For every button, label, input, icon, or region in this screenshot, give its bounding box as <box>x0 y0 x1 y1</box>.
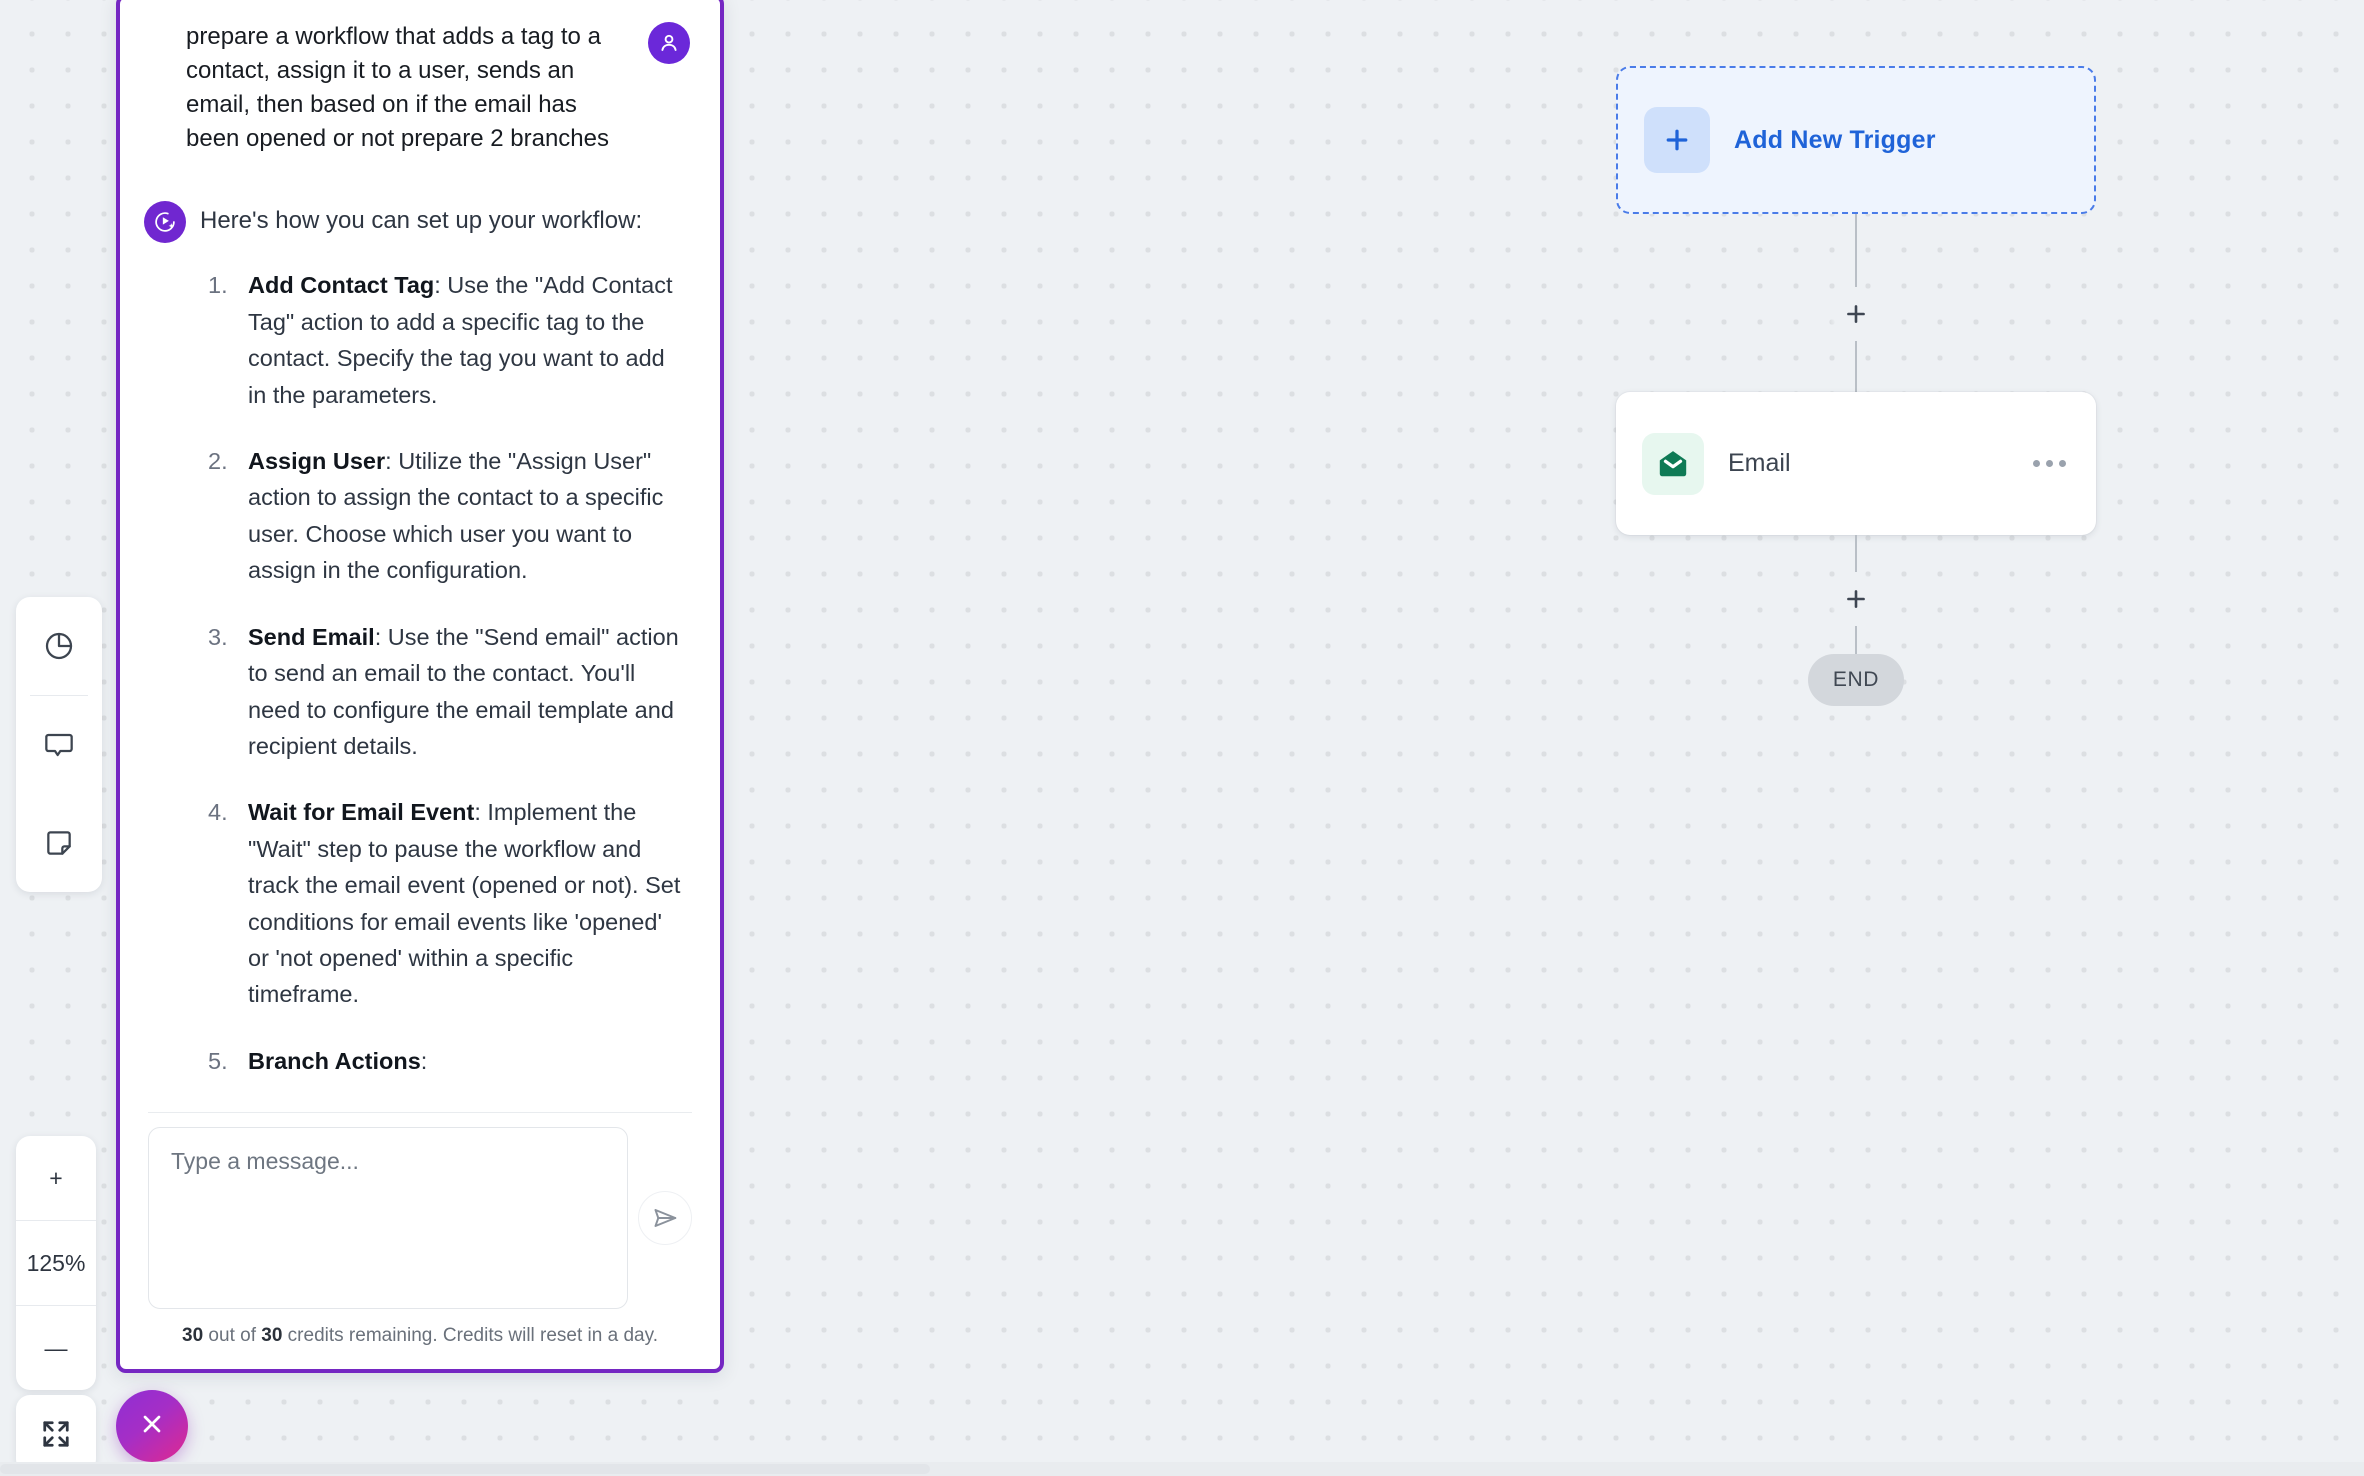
workflow-graph: Add New Trigger Email <box>1616 66 2096 706</box>
divider <box>16 1305 96 1306</box>
connector-line-1 <box>1855 214 1857 287</box>
add-new-trigger-label: Add New Trigger <box>1734 125 1936 154</box>
divider <box>16 1220 96 1221</box>
step-title: Add Contact Tag <box>248 272 435 299</box>
step-title: Wait for Email Event <box>248 799 475 826</box>
fit-screen-icon[interactable] <box>16 1395 96 1473</box>
plus-icon <box>1644 107 1710 173</box>
assistant-intro-text: Here's how you can set up your workflow: <box>200 207 643 235</box>
step-title: Assign User <box>248 448 386 474</box>
horizontal-scrollbar-thumb[interactable] <box>0 1464 930 1474</box>
divider <box>30 695 88 696</box>
zoom-controls: + 125% — <box>16 1136 96 1390</box>
user-message: prepare a workflow that adds a tag to a … <box>120 0 712 156</box>
list-item: Branch Actions: <box>208 1043 682 1080</box>
step-body: : Utilize the "Assign User" action to as… <box>248 448 664 584</box>
list-item: Add Contact Tag: Use the "Add Contact Ta… <box>208 267 682 413</box>
add-step-button-1[interactable] <box>1829 287 1883 341</box>
analytics-icon[interactable] <box>16 597 102 695</box>
connector-line-4 <box>1855 626 1857 654</box>
step-body: : Use the "Send email" action to send an… <box>248 623 679 759</box>
list-item: Send Email: Use the "Send email" action … <box>208 619 682 765</box>
close-icon <box>138 1410 166 1443</box>
step-body: : Use the "Add Contact Tag" action to ad… <box>248 272 673 408</box>
connector-line-2 <box>1855 341 1857 392</box>
send-icon[interactable] <box>638 1191 692 1245</box>
assistant-message: Here's how you can set up your workflow: <box>120 156 712 244</box>
message-composer <box>120 1113 720 1309</box>
step-body: : <box>420 1047 428 1074</box>
add-step-button-2[interactable] <box>1829 572 1883 626</box>
more-horizontal-icon[interactable] <box>2029 450 2070 477</box>
zoom-in-button[interactable]: + <box>49 1164 63 1191</box>
note-icon[interactable] <box>16 794 102 892</box>
user-message-text: prepare a workflow that adds a tag to a … <box>186 23 609 153</box>
composer-divider <box>148 1112 692 1113</box>
list-item: Wait for Email Event: Implement the "Wai… <box>208 794 682 1013</box>
email-node[interactable]: Email <box>1616 392 2096 535</box>
step-title: Branch Actions <box>248 1047 421 1074</box>
credits-status: 30 out of 30 credits remaining. Credits … <box>120 1309 720 1369</box>
zoom-level-label[interactable]: 125% <box>26 1249 86 1276</box>
horizontal-scrollbar[interactable] <box>0 1462 2364 1476</box>
connector-line-3 <box>1855 535 1857 572</box>
workflow-steps-list: Add Contact Tag: Use the "Add Contact Ta… <box>208 267 682 1080</box>
add-new-trigger-node[interactable]: Add New Trigger <box>1616 66 2096 214</box>
email-node-label: Email <box>1728 449 1791 477</box>
credits-suffix: credits remaining. Credits will reset in… <box>282 1325 658 1346</box>
credits-total: 30 <box>261 1325 283 1346</box>
envelope-icon <box>1642 432 1704 495</box>
credits-mid-text: out of <box>203 1325 262 1346</box>
user-avatar-icon <box>648 22 690 64</box>
credits-remaining: 30 <box>182 1325 204 1346</box>
step-body: : Implement the "Wait" step to pause the… <box>248 799 681 1008</box>
list-item: Assign User: Utilize the "Assign User" a… <box>208 443 682 589</box>
close-chat-button[interactable] <box>116 1390 188 1462</box>
canvas-tools-panel <box>16 597 102 892</box>
step-title: Send Email <box>248 623 375 650</box>
ai-sparkle-icon <box>144 201 186 244</box>
chat-message-list[interactable]: prepare a workflow that adds a tag to a … <box>120 0 720 1112</box>
zoom-out-button[interactable]: — <box>44 1334 68 1361</box>
comment-icon[interactable] <box>16 696 102 794</box>
end-badge: END <box>1808 654 1904 706</box>
message-input[interactable] <box>148 1127 628 1309</box>
ai-chat-panel: prepare a workflow that adds a tag to a … <box>116 0 724 1373</box>
